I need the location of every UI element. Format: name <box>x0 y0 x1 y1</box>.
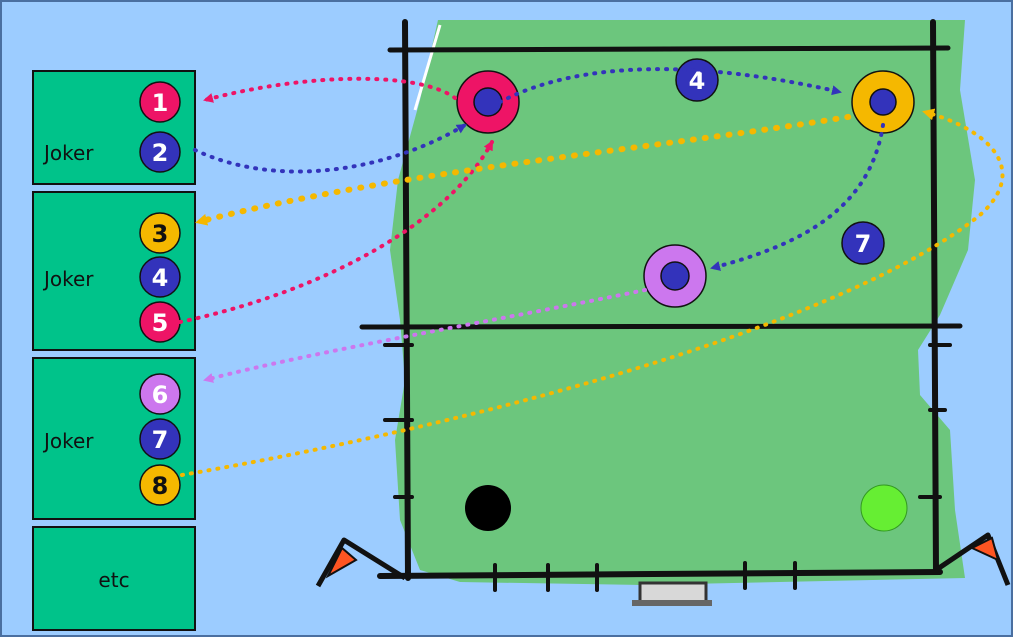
team-panel-3: Joker 6 7 8 <box>33 358 195 519</box>
player-token-3: 3 <box>140 213 180 253</box>
green-ball <box>861 485 907 531</box>
panel-label: Joker <box>42 141 94 165</box>
field-label-7: 7 <box>842 222 884 264</box>
goal <box>632 583 712 606</box>
svg-text:2: 2 <box>152 139 169 167</box>
svg-text:1: 1 <box>152 89 169 117</box>
svg-text:7: 7 <box>855 230 872 258</box>
panel-label: Joker <box>42 429 94 453</box>
player-token-7: 7 <box>140 419 180 459</box>
svg-text:8: 8 <box>152 472 169 500</box>
svg-text:5: 5 <box>152 309 169 337</box>
field-label-4: 4 <box>676 59 718 101</box>
svg-text:6: 6 <box>152 381 169 409</box>
player-token-5: 5 <box>140 302 180 342</box>
svg-text:4: 4 <box>152 264 169 292</box>
player-token-6: 6 <box>140 374 180 414</box>
team-panel-1: Joker 1 2 <box>33 71 195 184</box>
black-ball <box>465 485 511 531</box>
team-panel-2: Joker 3 4 5 <box>33 192 195 350</box>
svg-text:3: 3 <box>152 220 169 248</box>
corner-flag-left <box>318 540 405 586</box>
player-token-4: 4 <box>140 257 180 297</box>
panel-label: etc <box>98 568 129 592</box>
svg-text:7: 7 <box>152 426 169 454</box>
panel-label: Joker <box>42 267 94 291</box>
player-token-1: 1 <box>140 82 180 122</box>
field-marker-red <box>457 71 519 133</box>
player-token-2: 2 <box>140 132 180 172</box>
team-panel-etc: etc <box>33 527 195 630</box>
player-token-8: 8 <box>140 465 180 505</box>
field-marker-purple <box>644 245 706 307</box>
